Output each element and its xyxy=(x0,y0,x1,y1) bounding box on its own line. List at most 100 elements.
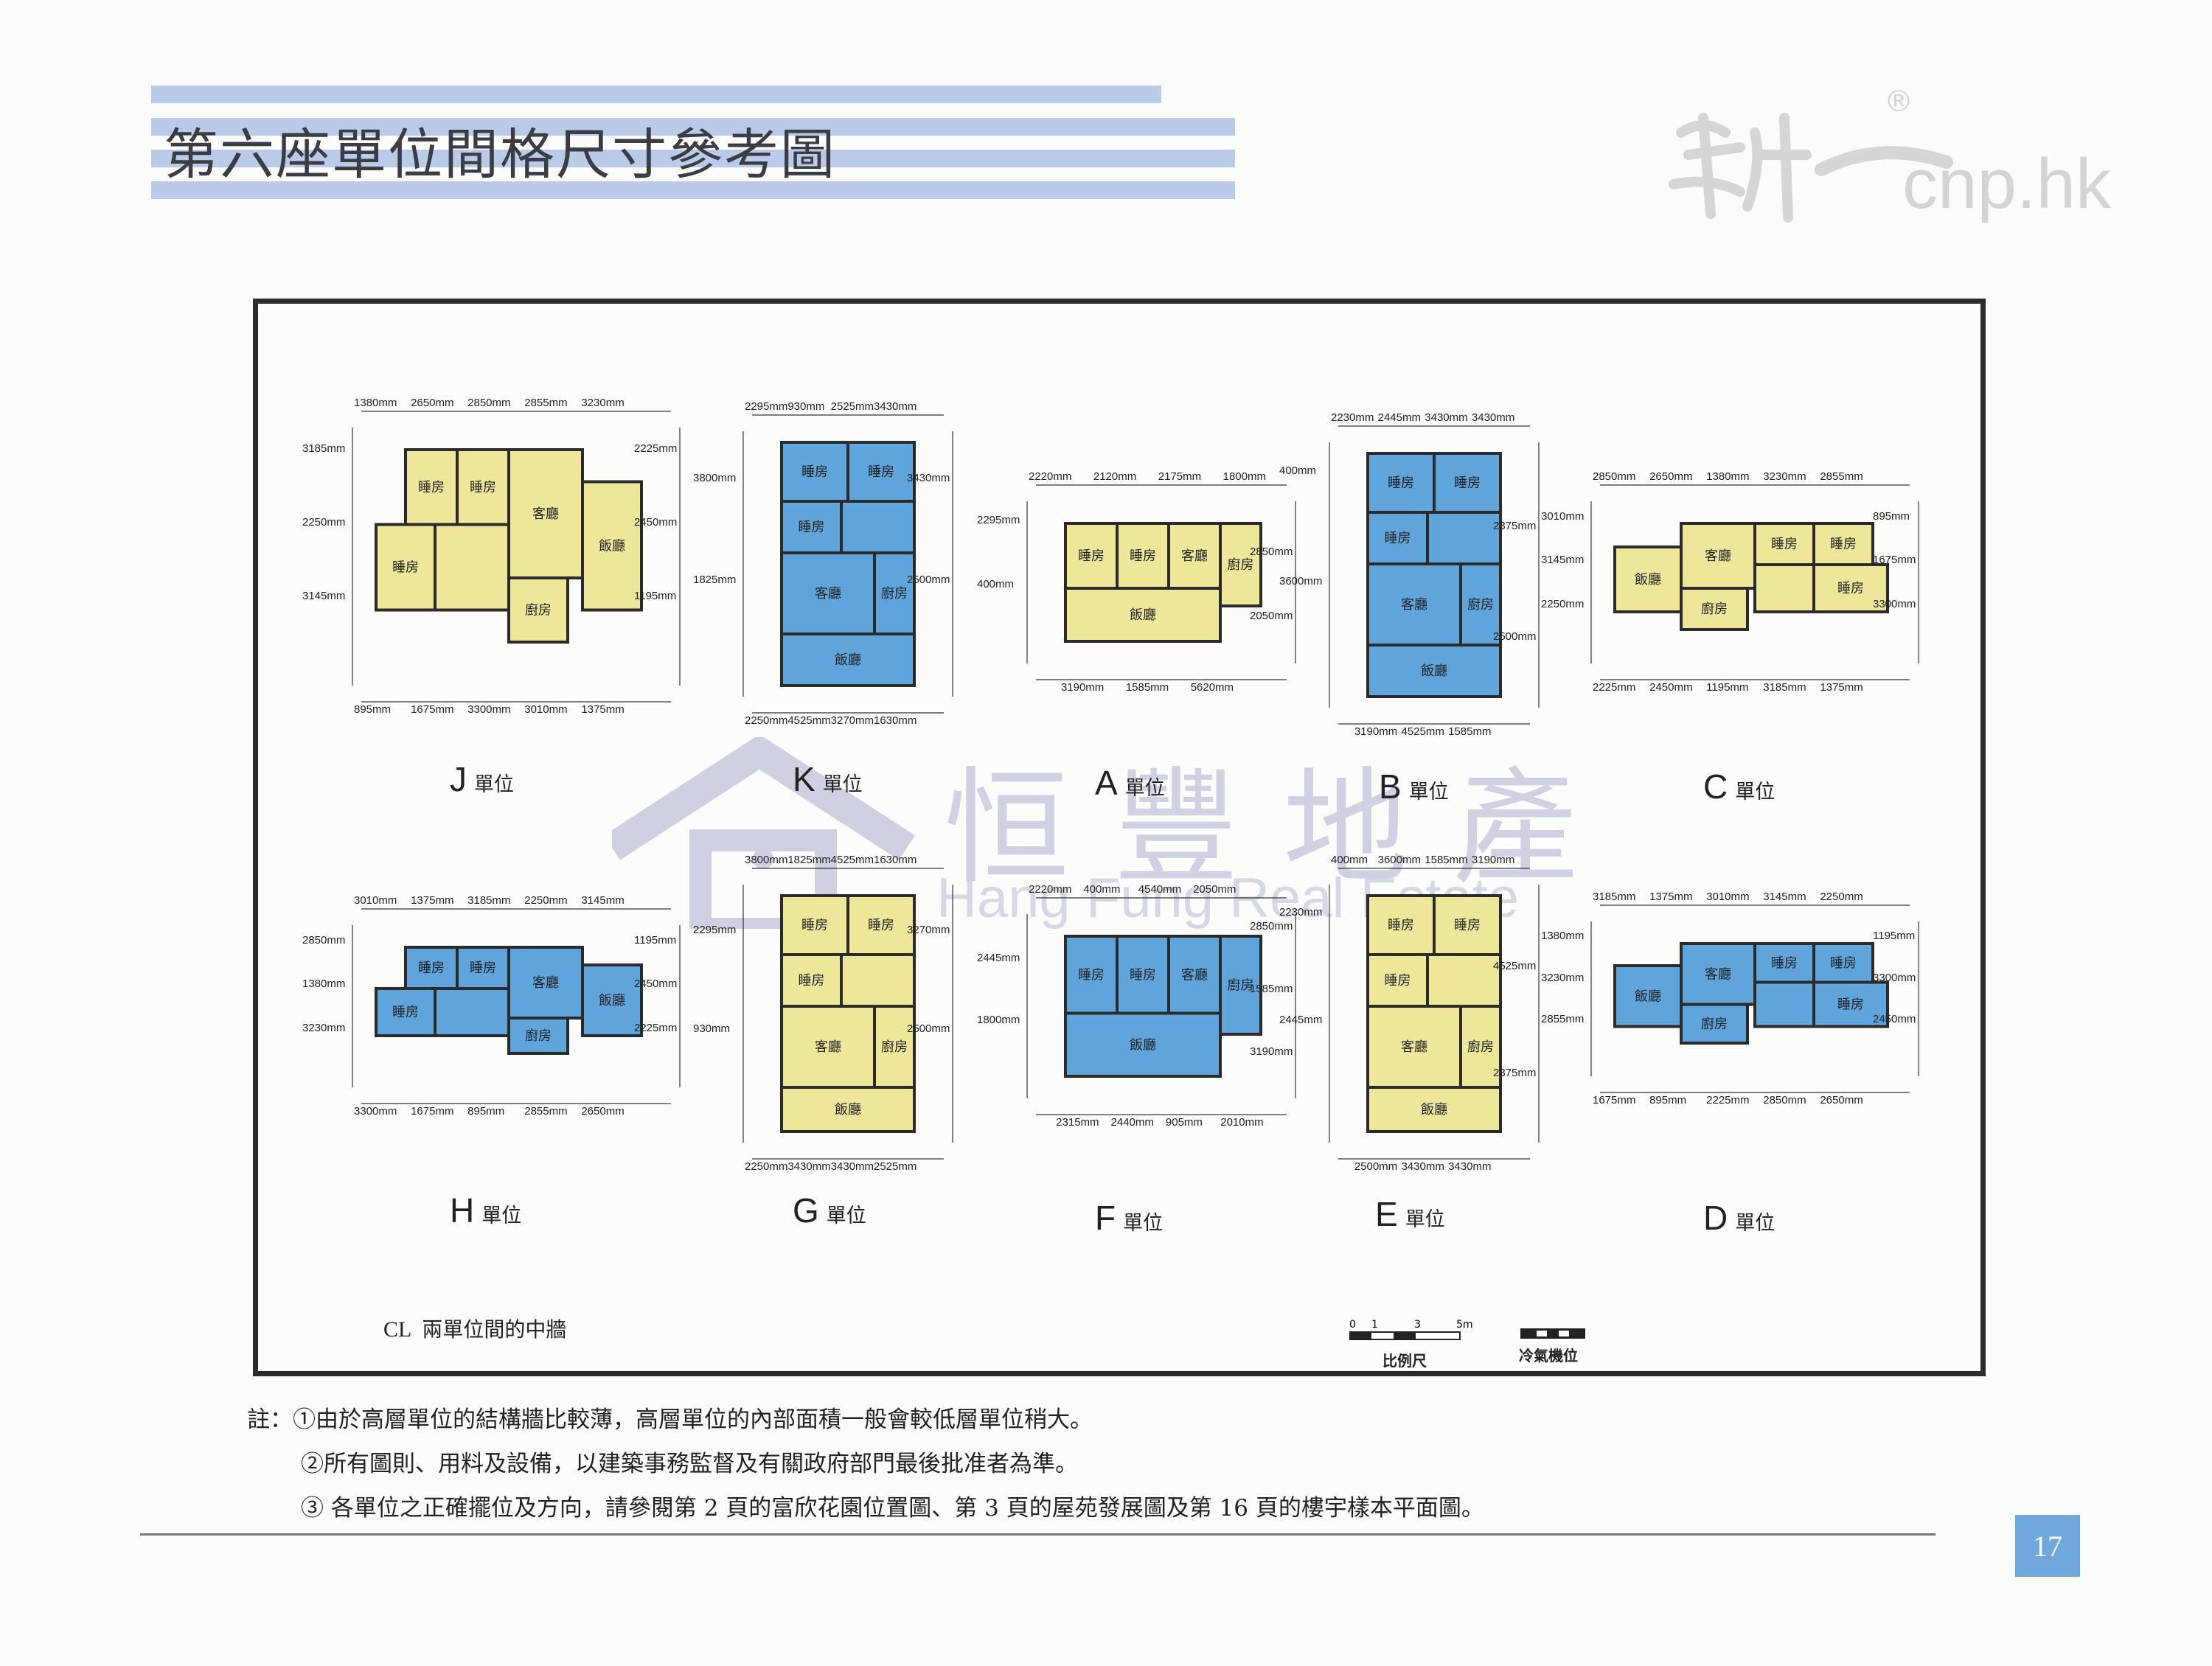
scale-tick: 1 xyxy=(1371,1319,1378,1331)
dimension-label: 2850mm xyxy=(1593,470,1636,483)
unit-letter: K xyxy=(793,760,815,798)
watermark-company-cn: 恒豐地產 xyxy=(944,756,1623,902)
dimension-label: 2295mm xyxy=(693,924,737,937)
dimension-label: 2295mm xyxy=(745,400,788,413)
dimension-lines xyxy=(1329,868,1540,1160)
room-label-bedroom: 睡房 xyxy=(1078,548,1105,564)
dimension-label: 1675mm xyxy=(1873,554,1916,567)
title-stripe xyxy=(151,181,1235,199)
dimension-label: 2500mm xyxy=(907,573,950,586)
floorplan-drawing: 飯廳客廳廚房睡房睡房睡房 xyxy=(1590,484,1919,680)
dimension-label: 2500mm xyxy=(1354,1160,1398,1173)
dimension-label: 2450mm xyxy=(1649,681,1693,694)
dimension-label: 400mm xyxy=(1331,854,1368,866)
dimension-label: 2050mm xyxy=(1250,609,1293,622)
dimension-label: 3270mm xyxy=(830,714,874,727)
dimension-lines xyxy=(1329,425,1540,725)
dimension-label: 1630mm xyxy=(874,714,917,727)
kitchen xyxy=(1219,522,1262,607)
dimension-label: 2230mm xyxy=(1331,411,1374,424)
dimension-label: 3600mm xyxy=(1279,575,1323,588)
dimension-label: 4525mm xyxy=(1493,959,1537,972)
unit-title-b: B 單位 xyxy=(1379,767,1449,806)
dimension-label: 4525mm xyxy=(1401,725,1444,738)
registered-mark: ® xyxy=(1884,85,1913,119)
unit-title-h: H 單位 xyxy=(450,1191,521,1230)
dimension-label: 1380mm xyxy=(354,397,397,409)
dimension-label: 2525mm xyxy=(874,1160,917,1173)
dining-room xyxy=(581,480,643,612)
dimension-label: 1675mm xyxy=(1593,1094,1636,1106)
dimension-label: 895mm xyxy=(1873,509,1910,523)
unit-letter: G xyxy=(793,1191,819,1230)
floorplan-drawing: 睡房睡房客廳廚房飯廳 xyxy=(1026,484,1296,680)
dimension-label: 4540mm xyxy=(1138,883,1182,896)
dimension-label: 2250mm xyxy=(302,516,346,529)
bedroom xyxy=(375,987,437,1037)
room-label-kitchen: 廚房 xyxy=(1228,557,1254,573)
dimension-label: 3185mm xyxy=(1593,890,1636,903)
dimension-label: 2525mm xyxy=(830,400,874,413)
dimension-label: 3300mm xyxy=(1873,971,1916,984)
dimension-label: 3185mm xyxy=(1763,681,1806,694)
dimension-label: 3430mm xyxy=(1448,1160,1492,1173)
dimension-label: 2850mm xyxy=(302,933,346,947)
living-room xyxy=(1167,522,1222,590)
dimension-label: 2650mm xyxy=(581,1105,625,1118)
room-label-dining: 飯廳 xyxy=(1635,572,1661,588)
dining-room xyxy=(1366,1086,1502,1133)
dimension-label: 5620mm xyxy=(1190,681,1234,694)
ac-label: 冷氣機位 xyxy=(1519,1347,1578,1364)
watermark-logo-icon xyxy=(1669,113,1953,223)
dimension-label: 3145mm xyxy=(302,590,346,602)
dimension-label: 2225mm xyxy=(1593,681,1636,694)
dimension-label: 3010mm xyxy=(1541,509,1585,523)
unit-letter: H xyxy=(450,1191,475,1230)
dimension-label: 3430mm xyxy=(874,400,917,413)
dimension-label: 3430mm xyxy=(830,1160,874,1173)
room-label-kitchen: 廚房 xyxy=(1701,1016,1728,1032)
room-label-bedroom: 睡房 xyxy=(1078,967,1105,983)
dimension-label: 3145mm xyxy=(581,894,625,907)
room-label-dining: 飯廳 xyxy=(599,993,625,1008)
dimension-lines xyxy=(1590,905,1919,1093)
dimension-label: 1375mm xyxy=(411,894,454,907)
room-label-bedroom: 睡房 xyxy=(418,961,445,976)
unit-suffix: 單位 xyxy=(481,1205,522,1227)
room-label-bedroom: 睡房 xyxy=(1388,475,1414,491)
unit-suffix: 單位 xyxy=(1408,781,1449,804)
unit-suffix: 單位 xyxy=(1735,1212,1775,1235)
dimension-label: 2225mm xyxy=(634,442,678,455)
dimension-label: 2120mm xyxy=(1093,470,1137,483)
unit-letter: E xyxy=(1375,1195,1398,1233)
corridor xyxy=(840,953,916,1008)
dimension-label: 2315mm xyxy=(1056,1116,1099,1129)
room-label-bedroom: 睡房 xyxy=(418,480,445,495)
dimension-label: 1195mm xyxy=(634,590,677,602)
unit-letter: B xyxy=(1379,767,1402,806)
room-label-bedroom: 睡房 xyxy=(392,1005,419,1020)
bathroom xyxy=(1753,563,1815,613)
corridor xyxy=(1426,953,1502,1008)
dimension-label: 1195mm xyxy=(1706,681,1749,694)
dimension-lines xyxy=(1590,484,1919,680)
room-label-bedroom: 睡房 xyxy=(1385,531,1411,546)
bedroom xyxy=(1366,452,1436,514)
unit-suffix: 單位 xyxy=(1405,1208,1445,1231)
dimension-label: 2445mm xyxy=(1377,411,1421,424)
dimension-label: 930mm xyxy=(693,1022,731,1035)
dimension-label: 2850mm xyxy=(1250,920,1293,933)
dimension-label: 2850mm xyxy=(467,397,511,409)
room-label-living: 客廳 xyxy=(532,506,559,522)
dimension-label: 3145mm xyxy=(1763,890,1806,903)
dining-room xyxy=(581,963,643,1037)
room-label-bedroom: 睡房 xyxy=(1454,918,1481,933)
living-room xyxy=(507,946,584,1020)
dimension-lines xyxy=(742,414,953,714)
unit-suffix: 單位 xyxy=(822,773,863,796)
dimension-label: 1585mm xyxy=(1125,681,1169,694)
room-label-bedroom: 睡房 xyxy=(868,918,894,933)
